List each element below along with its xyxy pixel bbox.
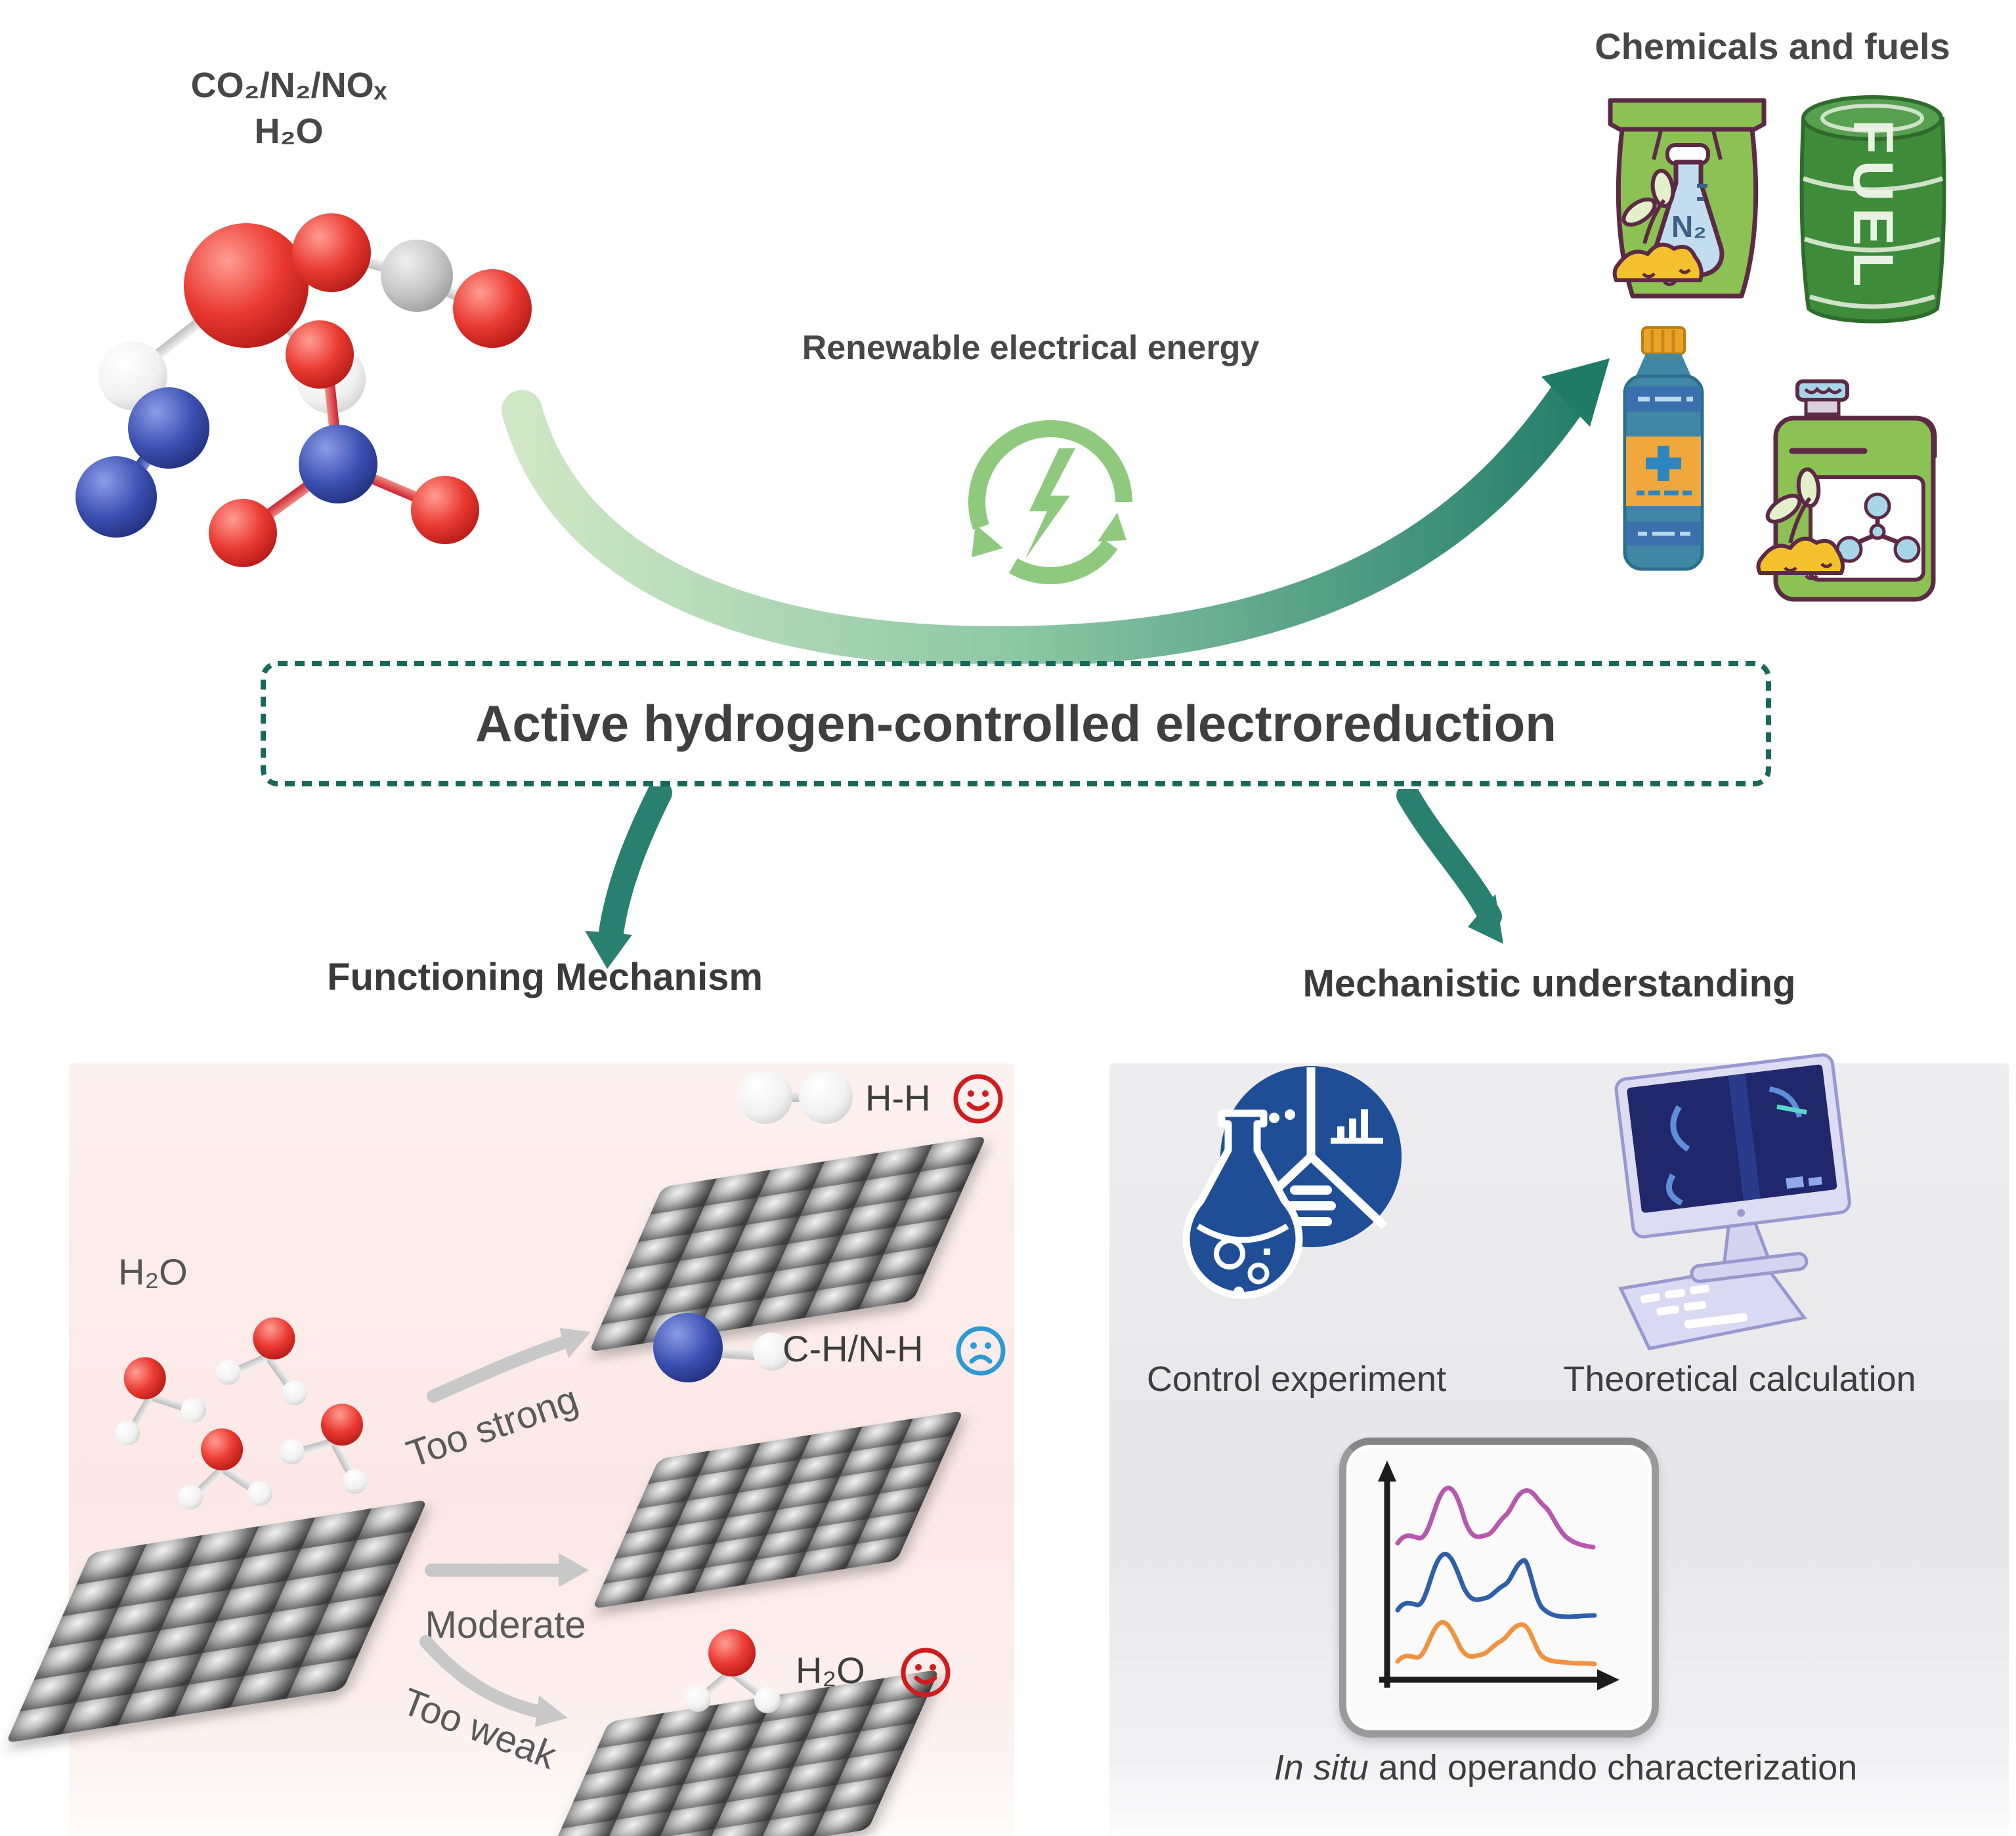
reactants-water-label: H₂O bbox=[254, 112, 324, 152]
recycle-down-arrowhead-icon bbox=[972, 524, 1003, 557]
reactants-label: CO₂/N₂/NOₓ H₂O bbox=[85, 62, 492, 154]
water-molecule bbox=[167, 1415, 279, 1520]
barrel-fuel-label: FUEL bbox=[1841, 119, 1904, 293]
panel-water-label: H₂O bbox=[118, 1251, 188, 1292]
banner-box bbox=[261, 661, 1771, 786]
h2-molecule bbox=[739, 1067, 870, 1132]
bag-n2-label: N₂ bbox=[1671, 209, 1707, 244]
computer-icon bbox=[1614, 1053, 1851, 1351]
fuel-barrel-icon bbox=[1799, 95, 1946, 324]
renewable-energy-label: Renewable electrical energy bbox=[802, 329, 1260, 367]
happy-face-icon bbox=[953, 1074, 1003, 1124]
happy-face-icon bbox=[901, 1648, 951, 1697]
renewable-energy-flow-arrow bbox=[502, 358, 1610, 668]
branch-arrow-moderate bbox=[425, 1553, 589, 1587]
branch-label-moderate: Moderate bbox=[425, 1604, 586, 1646]
no3-molecule bbox=[209, 302, 499, 584]
spectra-chart-icon bbox=[1339, 1438, 1659, 1738]
insitu-caption-italic: In situ bbox=[1274, 1748, 1369, 1787]
biofuel-jug-icon bbox=[1756, 379, 1937, 602]
control-experiment-icon bbox=[1182, 1066, 1402, 1299]
mechanism-title: Functioning Mechanism bbox=[327, 956, 763, 998]
understanding-title: Mechanistic understanding bbox=[1302, 962, 1796, 1005]
reactants-gases-label: CO₂/N₂/NOₓ bbox=[190, 66, 387, 105]
fertilizer-bag-icon bbox=[1608, 98, 1767, 299]
branch-arrow-too-strong bbox=[427, 1328, 591, 1403]
sad-face-icon bbox=[956, 1326, 1006, 1376]
outcome-label-h2o: H₂O bbox=[796, 1650, 865, 1691]
products-title: Chemicals and fuels bbox=[1595, 26, 1950, 67]
recycle-energy-icon bbox=[968, 420, 1132, 584]
control-experiment-label: Control experiment bbox=[1146, 1359, 1447, 1399]
down-arrow-left-icon bbox=[585, 786, 672, 969]
insitu-caption-rest: and operando characterization bbox=[1368, 1748, 1858, 1787]
co2-molecule bbox=[282, 207, 558, 371]
down-arrow-right-icon bbox=[1396, 789, 1503, 944]
theoretical-calculation-label: Theoretical calculation bbox=[1563, 1359, 1916, 1399]
banner-label: Active hydrogen-controlled electroreduct… bbox=[475, 694, 1556, 752]
insitu-caption: In situ and operando characterization bbox=[1175, 1747, 1956, 1788]
outcome-label-hh: H-H bbox=[865, 1077, 931, 1119]
ch-nh-molecule bbox=[653, 1313, 798, 1392]
branch-arrow-too-weak bbox=[419, 1635, 568, 1727]
outcome-label-chnh: C-H/N-H bbox=[783, 1328, 924, 1369]
recycle-up-arrowhead-icon bbox=[1098, 513, 1126, 542]
n2-molecule bbox=[69, 381, 246, 551]
alcohol-bottle-icon bbox=[1623, 326, 1704, 571]
water-molecule bbox=[679, 1621, 784, 1720]
lightning-icon bbox=[1025, 448, 1075, 559]
